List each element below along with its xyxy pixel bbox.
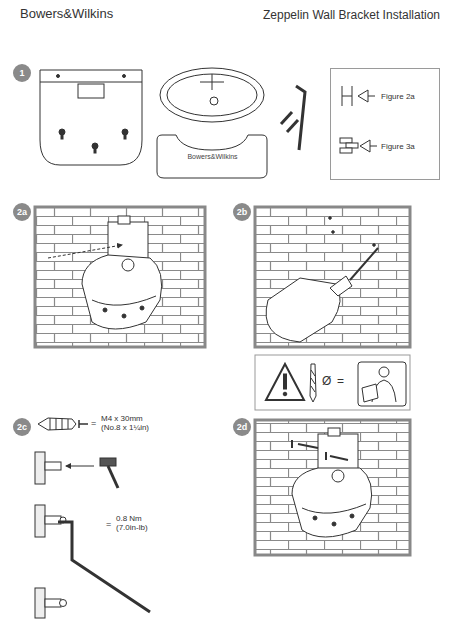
step-number: 2a — [13, 203, 31, 221]
step-number: 2c — [13, 418, 31, 436]
screw-size: M4 x 30mm (No.8 x 1¼in) — [101, 414, 159, 432]
diameter-symbol: Ø — [322, 375, 331, 389]
step-number: 2d — [233, 418, 251, 436]
figure-label: Figure 2a — [381, 92, 415, 101]
step-label: 1 — [19, 68, 24, 78]
brand-logo: Bowers&Wilkins — [185, 153, 240, 161]
page-title: Zeppelin Wall Bracket Installation — [263, 9, 440, 23]
equals-sign: = — [91, 418, 96, 428]
step-label: 2a — [17, 207, 27, 217]
torque-value: 0.8 Nm (7.0in-lb) — [116, 514, 160, 532]
step-label: 2c — [17, 422, 27, 432]
step-number: 1 — [13, 64, 31, 82]
equals-sign: = — [106, 519, 111, 529]
equals-sign: = — [337, 375, 344, 389]
figure-key-box: Figure 2a Figure 3a — [330, 68, 440, 180]
step-label: 2b — [237, 207, 248, 217]
step-label: 2d — [237, 422, 248, 432]
step-number: 2b — [233, 203, 251, 221]
figure-label: Figure 3a — [381, 142, 415, 151]
brand-logo: Bowers&Wilkins — [20, 7, 113, 22]
